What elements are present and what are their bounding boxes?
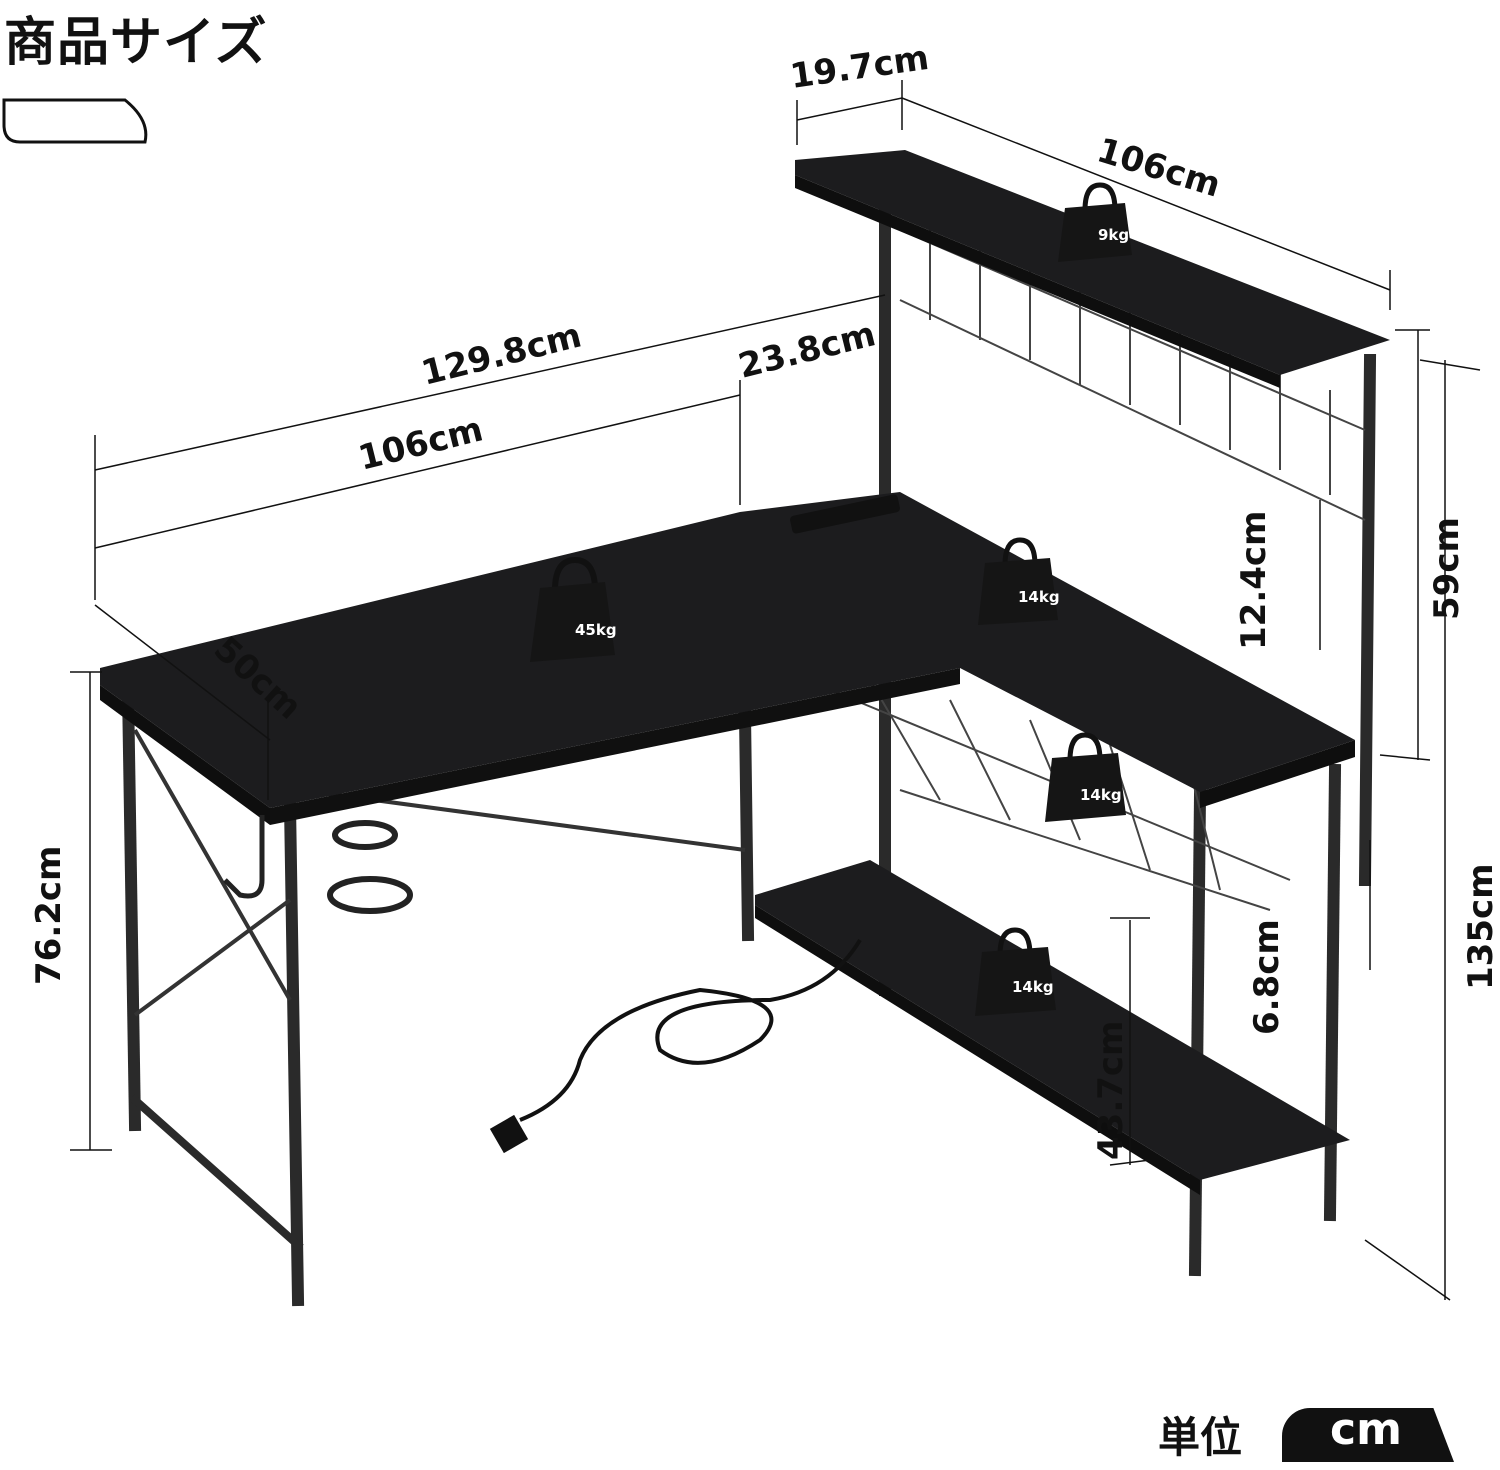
hutch-shelf [795,150,1390,375]
desk-top-edge [100,685,270,825]
weight-label: 14kg [1080,786,1122,804]
dim-desk-height: 76.2cm [29,846,69,985]
hutch-grid [899,229,1366,521]
power-strip [790,494,900,534]
desk-top [100,492,1355,808]
page-title: 商品サイズ [4,13,268,73]
dim-side-depth: 23.8cm [735,314,880,387]
dim-shelf-height: 43.7cm [1091,1021,1131,1160]
weight-label: 9kg [1098,226,1129,244]
unit-badge [1282,1408,1454,1462]
weight-hutch: 9kg [1058,182,1132,262]
dim-total-width: 129.8cm [418,315,586,393]
headphone-hook [223,815,265,899]
weight-label: 14kg [1018,588,1060,606]
title-decoration [2,98,148,144]
weight-shelf: 14kg [975,927,1056,1016]
dim-hutch-height: 59cm [1427,517,1467,620]
dim-total-height: 135cm [1461,863,1500,990]
unit-value: cm [1330,1404,1402,1455]
weight-side: 14kg [978,537,1060,625]
weight-label: 14kg [1012,978,1054,996]
dim-main-width: 106cm [355,409,487,478]
weight-main: 45kg [530,556,617,662]
power-cable [519,938,862,1122]
hutch-shelf-edge [795,175,1280,388]
desk-top-edge [270,668,960,825]
lower-shelf-edge [755,905,1200,1195]
weight-grid: 14kg [1045,732,1126,822]
dimension-lines [70,80,1481,1301]
dim-grid-gap: 6.8cm [1247,919,1287,1035]
cup-holder [327,820,413,914]
dim-hutch-depth: 19.7cm [788,38,932,97]
unit-label: 単位 [1158,1413,1243,1462]
plug [489,1114,529,1154]
lower-shelf [755,860,1350,1180]
desk-top-edge [1200,740,1355,808]
weight-label: 45kg [575,621,617,639]
dim-hook-spacing: 12.4cm [1234,511,1274,650]
